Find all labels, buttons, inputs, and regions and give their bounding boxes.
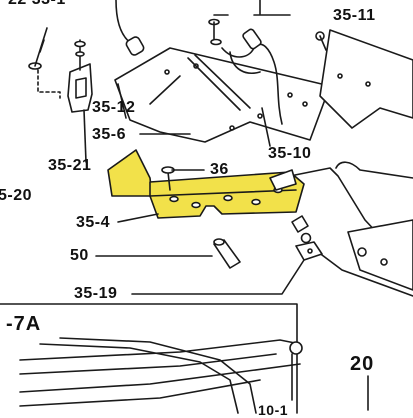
right-plate	[315, 29, 413, 129]
bracket-part	[67, 39, 93, 163]
upper-plate	[114, 47, 331, 143]
inset-box	[0, 303, 303, 414]
callout-label: 35-4	[76, 214, 111, 231]
right-wire-bracket	[289, 161, 413, 297]
callout-label: 50	[70, 247, 89, 264]
callout-label: 35-21	[48, 157, 92, 174]
screws-top-center	[208, 0, 261, 46]
callout-label: 36	[210, 161, 229, 178]
callout-label: -7A	[6, 313, 42, 335]
screw-group	[291, 215, 323, 261]
callout-label: 35-19	[74, 285, 118, 302]
callout-label: 35-11	[333, 7, 376, 24]
callout-label: 35-12	[92, 99, 136, 116]
callout-label: 20	[350, 353, 375, 375]
callout-label: 22 33-1	[8, 0, 66, 8]
callout-label: 10-1	[258, 402, 289, 418]
pin-part	[213, 238, 241, 269]
upper-rod	[115, 0, 145, 56]
callout-label: 35-10	[268, 145, 312, 162]
callout-label: 35-6	[92, 126, 127, 143]
highlighted-bracket	[107, 149, 305, 219]
callout-label: 5-20	[0, 187, 33, 204]
screw-top-left	[28, 27, 61, 99]
wire-spring	[221, 28, 283, 125]
leader-lines	[95, 14, 369, 411]
